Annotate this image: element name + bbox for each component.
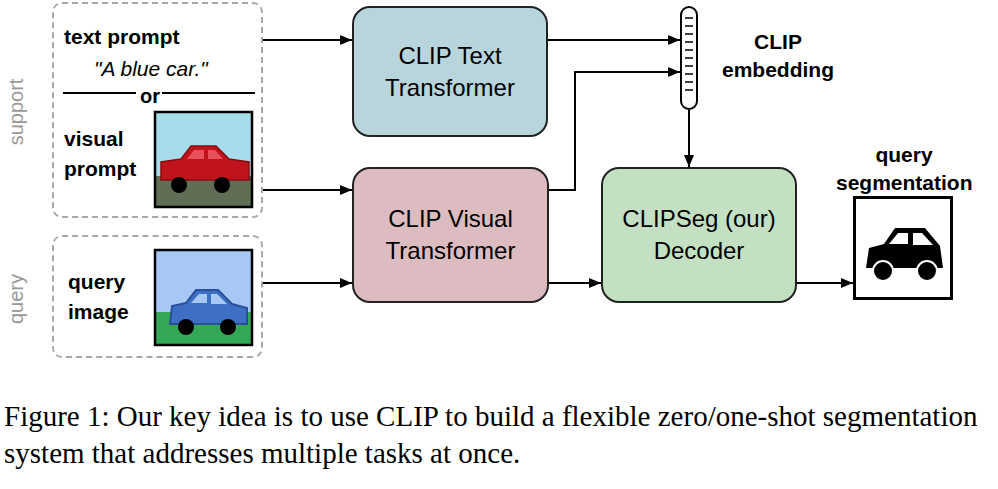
arrow-connector	[263, 189, 352, 191]
car-window	[191, 294, 207, 303]
or-label: or	[138, 84, 162, 109]
decoder-label: CLIPSeg (our) Decoder	[611, 203, 787, 267]
prompt-label: visual prompt	[64, 124, 150, 184]
car-window	[913, 233, 933, 245]
arrow-connector	[797, 282, 853, 284]
encoder-label: CLIP Visual Transformer	[366, 203, 536, 267]
embedding-vector: CLIP embedding	[680, 6, 698, 110]
figure-caption: Figure 1: Our key idea is to use CLIP to…	[4, 398, 994, 472]
output-label: query segmentation	[836, 141, 972, 197]
sky	[155, 250, 252, 345]
arrow-connector	[549, 282, 601, 284]
image-frame	[155, 112, 252, 207]
region-label: query	[4, 274, 29, 324]
sky	[155, 112, 252, 207]
visual-prompt-image	[155, 112, 252, 207]
input-label: query image	[68, 267, 148, 327]
decoder-box: CLIPSeg (our) Decoder	[601, 167, 797, 303]
image-frame	[155, 250, 252, 345]
arrow-connector	[548, 39, 680, 41]
embedding-label: CLIP embedding	[722, 28, 834, 84]
arrow-connector	[263, 39, 352, 41]
car-body	[170, 290, 247, 324]
car-window	[208, 150, 223, 159]
region-label: support	[4, 79, 29, 146]
car-window	[889, 233, 908, 244]
prompt-text: "A blue car."	[94, 56, 208, 82]
car-window	[211, 294, 227, 304]
support-region: supporttext prompt"A blue car."orvisual …	[52, 2, 263, 218]
wheel	[873, 261, 893, 281]
car-body	[161, 146, 249, 180]
encoder-label: CLIP Text Transformer	[365, 40, 535, 104]
encoder-box: CLIP Visual Transformer	[352, 167, 549, 303]
arrow-connector	[263, 282, 352, 284]
output-box: query segmentation	[853, 196, 953, 300]
encoder-box: CLIP Text Transformer	[352, 6, 548, 137]
wheel	[178, 319, 194, 335]
query-image	[155, 250, 252, 345]
wheel	[220, 319, 236, 335]
prompt-label: text prompt	[64, 24, 180, 50]
wheel	[917, 261, 937, 281]
segmentation-mask	[866, 228, 943, 281]
arrow-connector	[688, 110, 690, 167]
car-window	[187, 150, 204, 159]
query-region: queryquery image	[52, 235, 263, 358]
embedding-ticks	[685, 18, 693, 90]
wheel	[214, 177, 230, 193]
wheel	[171, 177, 187, 193]
separator-line	[162, 92, 255, 94]
separator-line	[63, 92, 136, 94]
